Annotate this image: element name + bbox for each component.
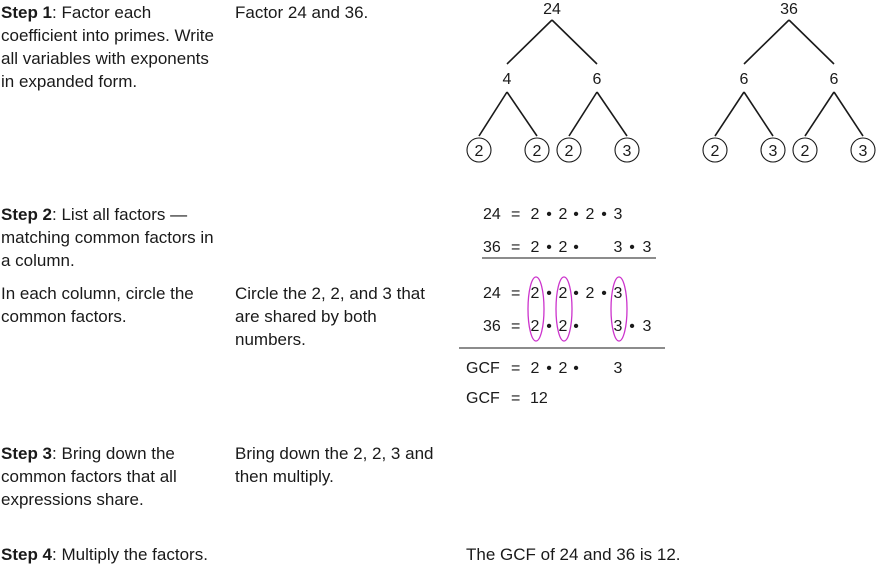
- step2b-example: Circle the 2, 2, and 3 that are shared b…: [235, 284, 425, 349]
- factor: 2: [559, 360, 568, 377]
- factor: 2: [586, 206, 595, 223]
- factor: 2: [531, 318, 540, 335]
- step3-label: Step 3: [1, 444, 53, 463]
- factor-tree-24: 24 4 6 2 2 2 3: [466, 1, 640, 163]
- equals-sign: =: [511, 318, 520, 335]
- leaf-circle: [702, 137, 728, 163]
- tree-leaf: 2: [801, 143, 810, 160]
- step2-description: Step 2: List all factors — matching comm…: [1, 203, 223, 272]
- common-factor-ellipse: [555, 276, 573, 342]
- dot: •: [629, 239, 635, 256]
- dot: •: [546, 206, 552, 223]
- dot: •: [601, 285, 607, 302]
- leaf-circle: [792, 137, 818, 163]
- dot: •: [573, 360, 579, 377]
- step4-text: : Multiply the factors.: [52, 545, 208, 564]
- step4-label: Step 4: [1, 545, 53, 564]
- tree-leaf: 2: [533, 143, 542, 160]
- leaf-circle: [556, 137, 582, 163]
- step2-text: : List all factors — matching common fac…: [1, 205, 214, 270]
- tree-leaf: 2: [711, 143, 720, 160]
- gcf-value: 12: [530, 390, 548, 407]
- common-factor-ellipse: [610, 276, 628, 342]
- dot: •: [601, 206, 607, 223]
- tree-node: 6: [740, 71, 749, 88]
- equals-sign: =: [511, 206, 520, 223]
- factor: 3: [614, 285, 623, 302]
- tree-node: 6: [830, 71, 839, 88]
- step1-label: Step 1: [1, 3, 53, 22]
- circled-factors: 24 = 2 • 2 • 2 • 3 36 = 2 • 2 • 3 • 3: [459, 276, 665, 349]
- tree-leaf: 3: [859, 143, 868, 160]
- tree-leaf: 2: [475, 143, 484, 160]
- factor: 3: [614, 318, 623, 335]
- number-24: 24: [483, 285, 501, 302]
- number-36: 36: [483, 239, 501, 256]
- dot: •: [573, 239, 579, 256]
- step2b-description: In each column, circle the common factor…: [1, 284, 194, 326]
- factor: 2: [559, 206, 568, 223]
- step3-example: Bring down the 2, 2, 3 and then multiply…: [235, 444, 434, 486]
- factor: 2: [531, 285, 540, 302]
- factor: 3: [614, 206, 623, 223]
- factor-tree-36: 36 6 6 2 3 2 3: [702, 1, 876, 163]
- tree-root: 24: [543, 1, 561, 18]
- dot: •: [546, 318, 552, 335]
- tree-leaf: 3: [769, 143, 778, 160]
- equals-sign: =: [511, 285, 520, 302]
- leaf-circle: [760, 137, 786, 163]
- gcf-label: GCF: [466, 390, 500, 407]
- equals-sign: =: [511, 360, 520, 377]
- leaf-circle: [614, 137, 640, 163]
- factor: 3: [614, 360, 623, 377]
- number-24: 24: [483, 206, 501, 223]
- gcf-computation: GCF = 2 • 2 • 3 GCF = 12: [466, 360, 623, 407]
- leaf-circle: [850, 137, 876, 163]
- step1-description: Step 1: Factor each coefficient into pri…: [1, 1, 221, 93]
- dot: •: [573, 206, 579, 223]
- factor: 2: [531, 239, 540, 256]
- equals-sign: =: [511, 239, 520, 256]
- step3-description: Step 3: Bring down the common factors th…: [1, 442, 216, 511]
- dot: •: [573, 318, 579, 335]
- step1-example: Factor 24 and 36.: [235, 3, 369, 22]
- factor: 2: [559, 239, 568, 256]
- factor: 3: [643, 239, 652, 256]
- leaf-circle: [466, 137, 492, 163]
- dot: •: [546, 360, 552, 377]
- factor: 2: [531, 360, 540, 377]
- tree-root: 36: [780, 1, 798, 18]
- dot: •: [573, 285, 579, 302]
- factor: 2: [531, 206, 540, 223]
- step2-label: Step 2: [1, 205, 53, 224]
- step4-description: Step 4: Multiply the factors.: [1, 543, 301, 566]
- dot: •: [546, 239, 552, 256]
- dot: •: [546, 285, 552, 302]
- factor: 2: [559, 285, 568, 302]
- tree-leaf: 2: [565, 143, 574, 160]
- step3-text: : Bring down the common factors that all…: [1, 444, 177, 509]
- equals-sign: =: [511, 390, 520, 407]
- tree-node: 4: [503, 71, 512, 88]
- leaf-circle: [524, 137, 550, 163]
- factor: 2: [586, 285, 595, 302]
- factor: 3: [614, 239, 623, 256]
- factor-listing: 24 = 2 • 2 • 2 • 3 36 = 2 • 2 • 3 • 3: [482, 206, 656, 259]
- step1-text: : Factor each coefficient into primes. W…: [1, 3, 214, 91]
- gcf-label: GCF: [466, 360, 500, 377]
- step4-result: The GCF of 24 and 36 is 12.: [466, 545, 681, 564]
- factor: 2: [559, 318, 568, 335]
- common-factor-ellipse: [527, 276, 545, 342]
- dot: •: [629, 318, 635, 335]
- tree-leaf: 3: [623, 143, 632, 160]
- factor: 3: [643, 318, 652, 335]
- tree-node: 6: [593, 71, 602, 88]
- number-36: 36: [483, 318, 501, 335]
